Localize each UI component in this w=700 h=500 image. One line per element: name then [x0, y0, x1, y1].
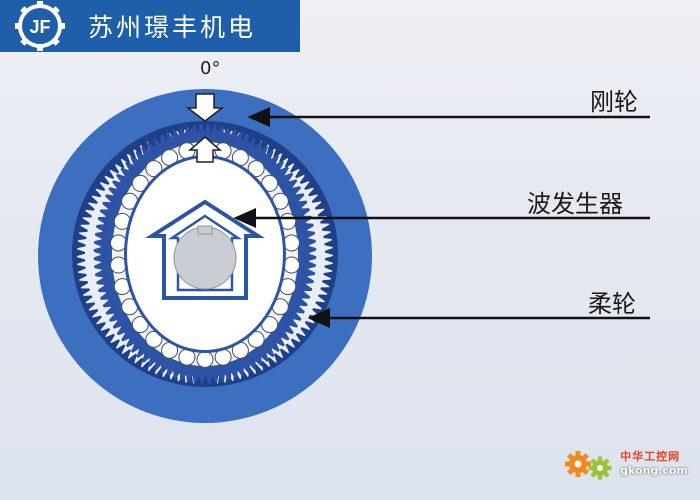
- up-arrow-icon: [187, 136, 223, 163]
- bearing-ball: [109, 234, 127, 252]
- bearing-ball: [145, 330, 163, 348]
- watermark-url: gkong.com: [620, 463, 688, 477]
- header-bar: JF 苏州璟丰机电: [0, 0, 300, 52]
- svg-text:JF: JF: [29, 17, 50, 37]
- bearing-ball: [196, 351, 214, 368]
- bearing-ball: [109, 256, 127, 274]
- down-arrow-icon: [185, 93, 225, 122]
- company-name: 苏州璟丰机电: [88, 13, 257, 42]
- bearing-ball: [247, 160, 265, 178]
- bearing-ball: [247, 330, 265, 348]
- label-circular-spline: 刚轮: [590, 88, 638, 116]
- label-wave-generator: 波发生器: [527, 190, 623, 218]
- shaft-hole: [173, 226, 237, 290]
- angle-label: 0°: [200, 58, 221, 79]
- gear-icon: [565, 451, 612, 480]
- watermark: 中华工控网 gkong.com: [562, 442, 688, 482]
- logo-icon: JF: [15, 1, 65, 51]
- keyway: [197, 225, 213, 235]
- bearing-ball: [283, 234, 301, 252]
- bearing-ball: [145, 160, 163, 178]
- label-flexspline: 柔轮: [588, 290, 636, 318]
- watermark-name: 中华工控网: [620, 449, 681, 463]
- bearing-ball: [283, 256, 301, 274]
- hub-inner: [167, 214, 243, 292]
